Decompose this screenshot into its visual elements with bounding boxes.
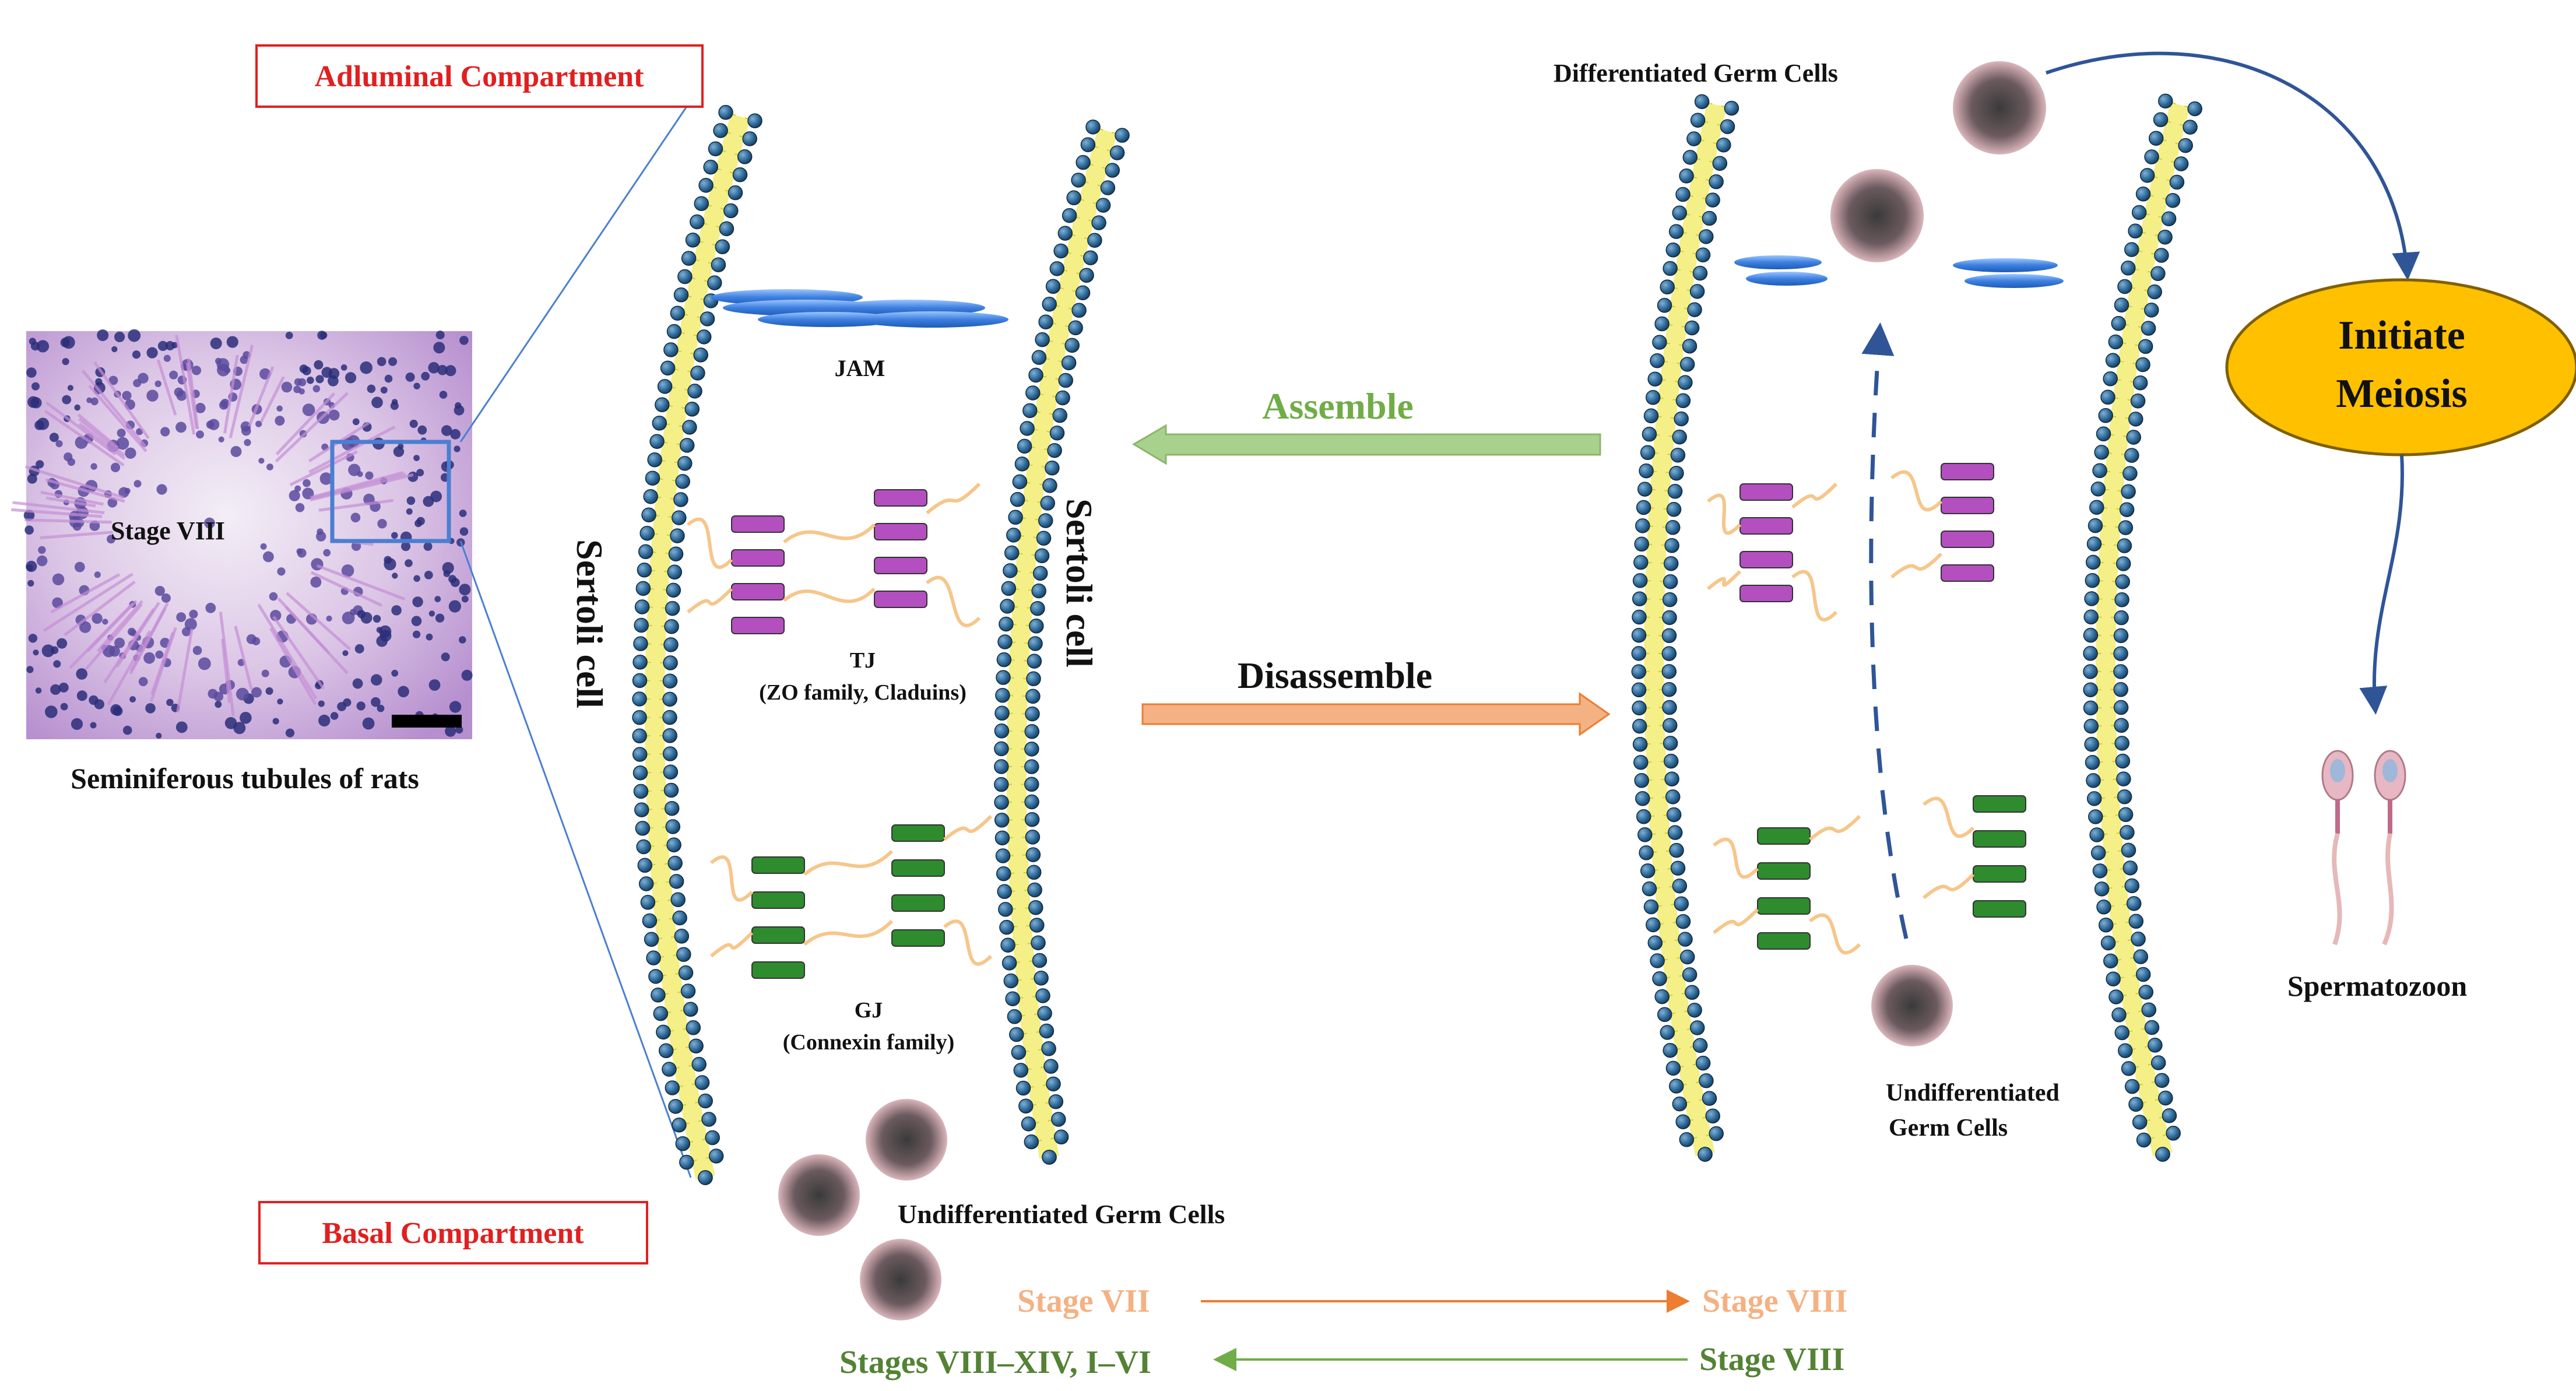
spermatozoon-icon [2321,750,2406,946]
germ-cell [778,1154,860,1236]
histology-stage-label: Stage VIII [111,517,225,545]
disassemble-arrow [1141,692,1611,736]
scale-bar [392,715,462,728]
initiate-meiosis-ellipse [2225,278,2576,456]
undifferentiated-germ-cell [1871,965,1953,1046]
zoom-line-top [459,96,695,442]
svg-text:Basal Compartment: Basal Compartment [322,1217,584,1250]
tj-label: TJ [850,648,876,673]
to-sperm-arrow [2359,454,2404,715]
disassemble-label: Disassemble [1238,655,1432,696]
assemble-arrow [1132,424,1601,465]
svg-text:Adluminal Compartment: Adluminal Compartment [315,60,644,93]
gj-label: GJ [855,998,883,1023]
diff-germ-cells-label: Differentiated Germ Cells [1554,59,1838,87]
stage-viii-bottom-label: Stage VIII [1699,1341,1844,1378]
spermatozoon-label: Spermatozoon [2287,970,2467,1002]
undiff-label-line2: Germ Cells [1889,1115,2008,1141]
germ-cell [860,1239,941,1320]
meiosis-line2: Meiosis [2336,371,2468,416]
sertoli-membranes [632,93,2202,1185]
undiff-germ-cells-label: Undifferentiated Germ Cells [898,1199,1225,1229]
tj-family-label: (ZO family, Claduins) [759,680,967,705]
gj-family-label: (Connexin family) [783,1030,955,1055]
sertoli-cell-left-label: Sertoli cell [569,539,610,708]
histology-caption: Seminiferous tubules of rats [71,762,419,795]
to-meiosis-arrow [2046,51,2420,280]
basal-compartment-label: Basal Compartment [258,1201,648,1264]
histology-nuclei [11,329,473,739]
junction-proteins [687,463,2026,979]
zoom-box [330,440,451,543]
histology-image: Stage VIII [11,329,473,739]
stage-viii-top-label: Stage VIII [1702,1283,1847,1319]
differentiated-germ-cell [1953,61,2046,154]
stage-vii-label: Stage VII [1017,1283,1150,1319]
jam-junction [711,289,1008,328]
differentiated-germ-cell [1830,169,1924,262]
jam-fragments-right [1734,255,2064,288]
migration-arrow [1861,322,1909,939]
sertoli-cell-right-label: Sertoli cell [1059,498,1100,668]
meiosis-line1: Initiate [2338,313,2465,358]
adluminal-compartment-label: Adluminal Compartment [255,44,704,108]
undiff-label-line1: Undifferentiated [1886,1080,2060,1107]
zoom-line-bottom [459,540,692,1178]
jam-label: JAM [835,355,885,381]
germ-cell [866,1099,947,1181]
stage-range-label: Stages VIII–XIV, I–VI [839,1344,1151,1381]
assemble-label: Assemble [1262,385,1414,427]
